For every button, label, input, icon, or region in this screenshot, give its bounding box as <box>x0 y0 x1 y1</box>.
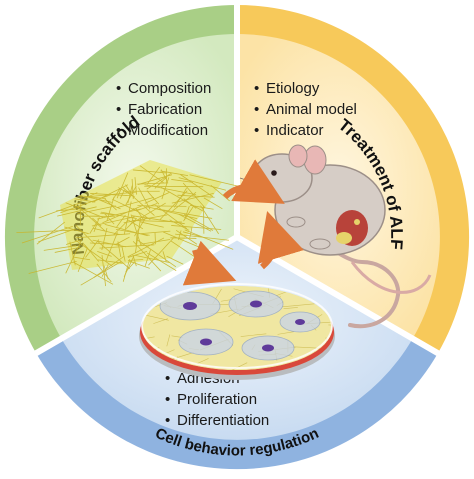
list-item: Differentiation <box>177 412 269 429</box>
bullet-list-nanofiber: • Composition • Fabrication • Modificati… <box>116 80 211 139</box>
bullet: • <box>116 80 121 97</box>
list-item: Fabrication <box>128 101 202 118</box>
list-item: Etiology <box>266 80 320 97</box>
list-item: Animal model <box>266 101 357 118</box>
bullet: • <box>165 370 170 387</box>
bullet: • <box>116 122 121 139</box>
bullet: • <box>165 412 170 429</box>
bullet: • <box>254 101 259 118</box>
bullet: • <box>165 391 170 408</box>
list-item: Composition <box>128 80 211 97</box>
bullet: • <box>254 122 259 139</box>
bullet: • <box>116 101 121 118</box>
list-item: Proliferation <box>177 391 257 408</box>
bullet: • <box>254 80 259 97</box>
list-item: Indicator <box>266 122 324 139</box>
list-item: Modification <box>128 122 208 139</box>
